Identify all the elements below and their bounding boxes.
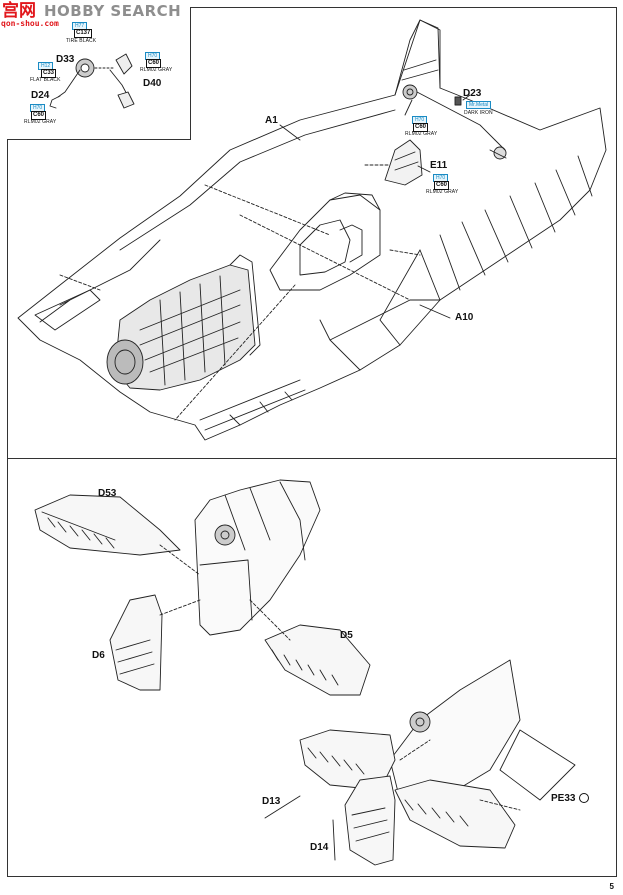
- color-name-tire-black: TIRE BLACK: [66, 38, 97, 44]
- part-label-d5: D5: [340, 630, 353, 641]
- page-number: 5: [609, 882, 614, 891]
- watermark-url: qon-shou.com: [1, 19, 59, 28]
- color-code-c60: C60: [146, 59, 162, 68]
- part-label-a10: A10: [455, 312, 474, 323]
- color-code-c137: C137: [74, 29, 93, 38]
- color-name-rlm02-gray-main: RLM02 GRAY: [405, 131, 438, 137]
- color-name-rlm02-gray-e11: RLM02 GRAY: [426, 189, 459, 195]
- part-label-e11: E11: [430, 160, 448, 171]
- detail-inset: [7, 7, 191, 140]
- watermark: 宫网 HOBBY SEARCH: [2, 2, 181, 32]
- panel-frame: [7, 7, 617, 877]
- color-code-c60-b: C60: [31, 111, 47, 120]
- part-label-d53: D53: [98, 488, 117, 499]
- part-label-d24: D24: [31, 90, 50, 101]
- color-name-dark-iron: DARK IRON: [464, 110, 493, 116]
- color-name-flat-black: FLAT BLACK: [30, 77, 61, 83]
- part-label-d33: D33: [56, 54, 75, 65]
- part-label-a1: A1: [265, 115, 278, 126]
- part-label-d14: D14: [310, 842, 329, 853]
- part-label-d6: D6: [92, 650, 105, 661]
- part-label-pe33: PE33: [551, 793, 576, 804]
- color-name-rlm02-gray-b: RLM02 GRAY: [24, 119, 57, 125]
- watermark-logo: 宫网: [2, 1, 36, 21]
- color-code-c60-e11: C60: [434, 181, 450, 190]
- color-name-rlm02-gray: RLM02 GRAY: [140, 67, 173, 73]
- color-chip-mr-metal: Mr.Metal: [466, 101, 492, 109]
- watermark-brand: HOBBY SEARCH: [44, 2, 182, 20]
- part-label-d23: D23: [463, 88, 482, 99]
- part-label-d13: D13: [262, 796, 281, 807]
- photo-etch-icon: [579, 793, 589, 803]
- part-label-d40: D40: [143, 78, 162, 89]
- step-divider: [7, 458, 617, 459]
- color-code-c60-main: C60: [413, 123, 429, 132]
- color-code-c33: C33: [41, 69, 57, 78]
